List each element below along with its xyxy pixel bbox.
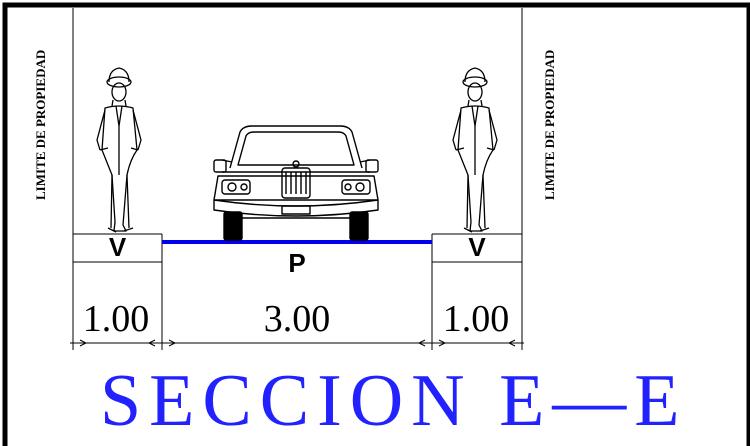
dimension-arrow (79, 339, 516, 347)
zone-letter-roadway: P (288, 248, 306, 278)
section-title: SECCION E—E (100, 360, 688, 442)
pedestrian-figure-right (452, 67, 498, 233)
pedestrian-figure-left (96, 67, 142, 233)
zone-letter-sidewalk-left: V (108, 232, 127, 262)
dimension-value-roadway: 3.00 (263, 298, 331, 340)
car-front-view (213, 125, 379, 241)
property-limit-label-right: LIMITE DE PROPIEDAD (542, 49, 557, 200)
property-limit-label-left: LIMITE DE PROPIEDAD (33, 49, 48, 200)
dimension-value-sidewalk-right: 1.00 (442, 298, 510, 340)
dimension-value-sidewalk-left: 1.00 (82, 298, 150, 340)
zone-letter-sidewalk-right: V (468, 232, 486, 262)
